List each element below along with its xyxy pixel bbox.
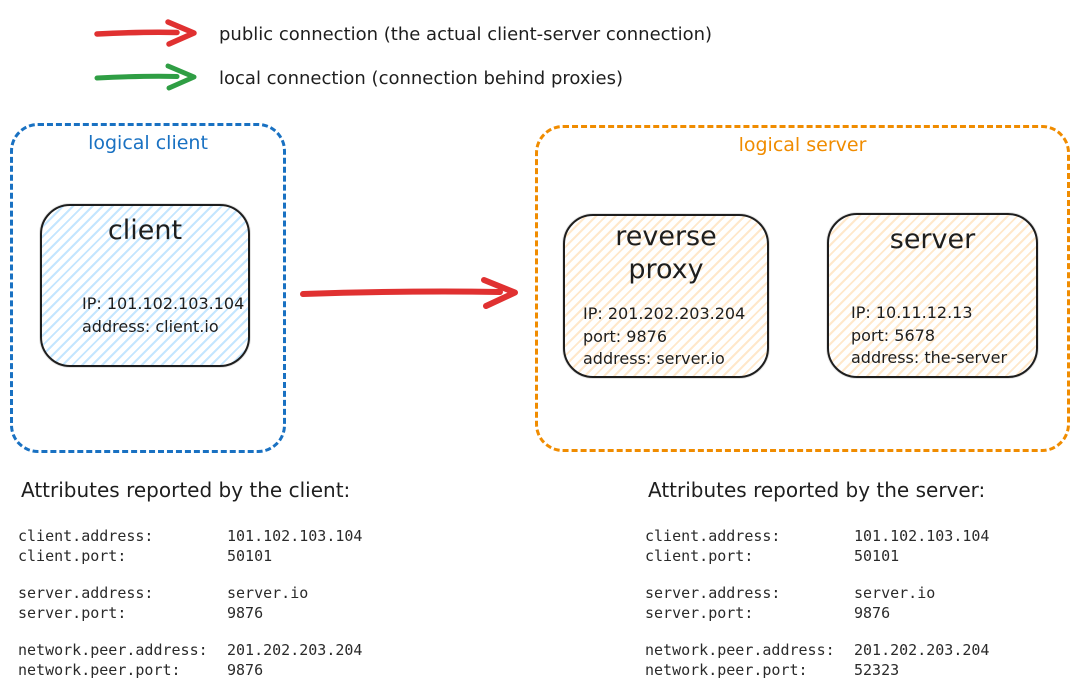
- attr-value: 50101: [854, 547, 900, 565]
- attr-value: server.io: [854, 584, 936, 602]
- client-node: client IP: 101.102.103.104 address: clie…: [40, 204, 250, 367]
- attr-key: server.port:: [645, 604, 754, 622]
- client-to-server-arrow-icon: [298, 275, 526, 315]
- logical-server-frame: logical server: [535, 125, 1070, 452]
- attr-value: 9876: [227, 661, 264, 679]
- attr-row: network.peer.address: 201.202.203.204: [18, 640, 362, 660]
- attr-row: client.address: 101.102.103.104: [18, 526, 362, 546]
- legend-item-public-connection: public connection (the actual client-ser…: [93, 18, 712, 52]
- attr-row: server.port: 9876: [645, 603, 989, 623]
- attr-key: client.port:: [645, 547, 754, 565]
- client-node-details: IP: 101.102.103.104 address: client.io: [82, 293, 244, 338]
- legend-item-local-connection: local connection (connection behind prox…: [93, 62, 623, 96]
- server-node-details: IP: 10.11.12.13 port: 5678 address: the-…: [851, 302, 1007, 370]
- attr-key: server.address:: [18, 584, 154, 602]
- attr-row: network.peer.address: 201.202.203.204: [645, 640, 989, 660]
- logical-client-frame: logical client: [10, 123, 286, 453]
- attr-value: 101.102.103.104: [854, 527, 990, 545]
- attr-value: 52323: [854, 661, 900, 679]
- attr-row: client.port: 50101: [645, 546, 989, 566]
- client-attr-group: network.peer.address: 201.202.203.204 ne…: [18, 640, 362, 680]
- attr-row: client.address: 101.102.103.104: [645, 526, 989, 546]
- legend-label-public-connection: public connection (the actual client-ser…: [219, 24, 713, 45]
- client-attributes-table: client.address: 101.102.103.104 client.p…: [18, 526, 362, 680]
- attr-value: server.io: [227, 584, 309, 602]
- attr-row: network.peer.port: 52323: [645, 660, 989, 680]
- reverse-proxy-node-title: reverse proxy: [615, 221, 717, 285]
- server-node: server IP: 10.11.12.13 port: 5678 addres…: [827, 213, 1038, 378]
- server-attr-group: client.address: 101.102.103.104 client.p…: [645, 526, 989, 566]
- attr-value: 201.202.203.204: [854, 641, 990, 659]
- attr-row: server.address: server.io: [645, 583, 989, 603]
- server-attr-group: server.address: server.io server.port: 9…: [645, 583, 989, 623]
- attr-key: network.peer.port:: [645, 661, 808, 679]
- server-attributes-table: client.address: 101.102.103.104 client.p…: [645, 526, 989, 680]
- attr-key: network.peer.port:: [18, 661, 181, 679]
- reverse-proxy-node-details: IP: 201.202.203.204 port: 9876 address: …: [583, 303, 745, 371]
- attr-key: client.address:: [18, 527, 154, 545]
- attr-value: 201.202.203.204: [227, 641, 363, 659]
- client-address-line: address: client.io: [82, 316, 219, 336]
- server-attributes-heading: Attributes reported by the server:: [648, 478, 986, 502]
- attr-key: network.peer.address:: [645, 641, 835, 659]
- attr-row: client.port: 50101: [18, 546, 362, 566]
- logical-client-label: logical client: [88, 132, 208, 154]
- client-node-title: client: [107, 215, 183, 246]
- attr-key: server.port:: [18, 604, 127, 622]
- client-ip-line: IP: 101.102.103.104: [82, 294, 245, 313]
- attr-key: client.port:: [18, 547, 127, 565]
- server-node-title: server: [889, 224, 976, 255]
- attr-row: server.address: server.io: [18, 583, 362, 603]
- attr-key: server.address:: [645, 584, 781, 602]
- client-attr-group: client.address: 101.102.103.104 client.p…: [18, 526, 362, 566]
- server-attr-group: network.peer.address: 201.202.203.204 ne…: [645, 640, 989, 680]
- reverse-proxy-port-line: port: 9876: [583, 326, 667, 346]
- reverse-proxy-node: reverse proxy IP: 201.202.203.204 port: …: [563, 214, 769, 378]
- attr-value: 9876: [854, 604, 891, 622]
- client-attr-group: server.address: server.io server.port: 9…: [18, 583, 362, 623]
- reverse-proxy-ip-line: IP: 201.202.203.204: [583, 304, 746, 323]
- server-ip-line: IP: 10.11.12.13: [851, 303, 973, 322]
- attr-value: 50101: [227, 547, 273, 565]
- attr-value: 101.102.103.104: [227, 527, 363, 545]
- public-connection-arrow-icon: [93, 18, 205, 52]
- attr-row: server.port: 9876: [18, 603, 362, 623]
- client-attributes-heading: Attributes reported by the client:: [21, 478, 351, 502]
- local-connection-arrow-icon: [93, 62, 205, 96]
- logical-server-label: logical server: [738, 134, 867, 156]
- reverse-proxy-address-line: address: server.io: [583, 349, 725, 368]
- legend-label-local-connection: local connection (connection behind prox…: [219, 68, 623, 89]
- attr-value: 9876: [227, 604, 264, 622]
- attr-key: client.address:: [645, 527, 781, 545]
- attr-key: network.peer.address:: [18, 641, 208, 659]
- server-port-line: port: 5678: [851, 325, 935, 345]
- server-address-line: address: the-server: [851, 348, 1008, 367]
- attr-row: network.peer.port: 9876: [18, 660, 362, 680]
